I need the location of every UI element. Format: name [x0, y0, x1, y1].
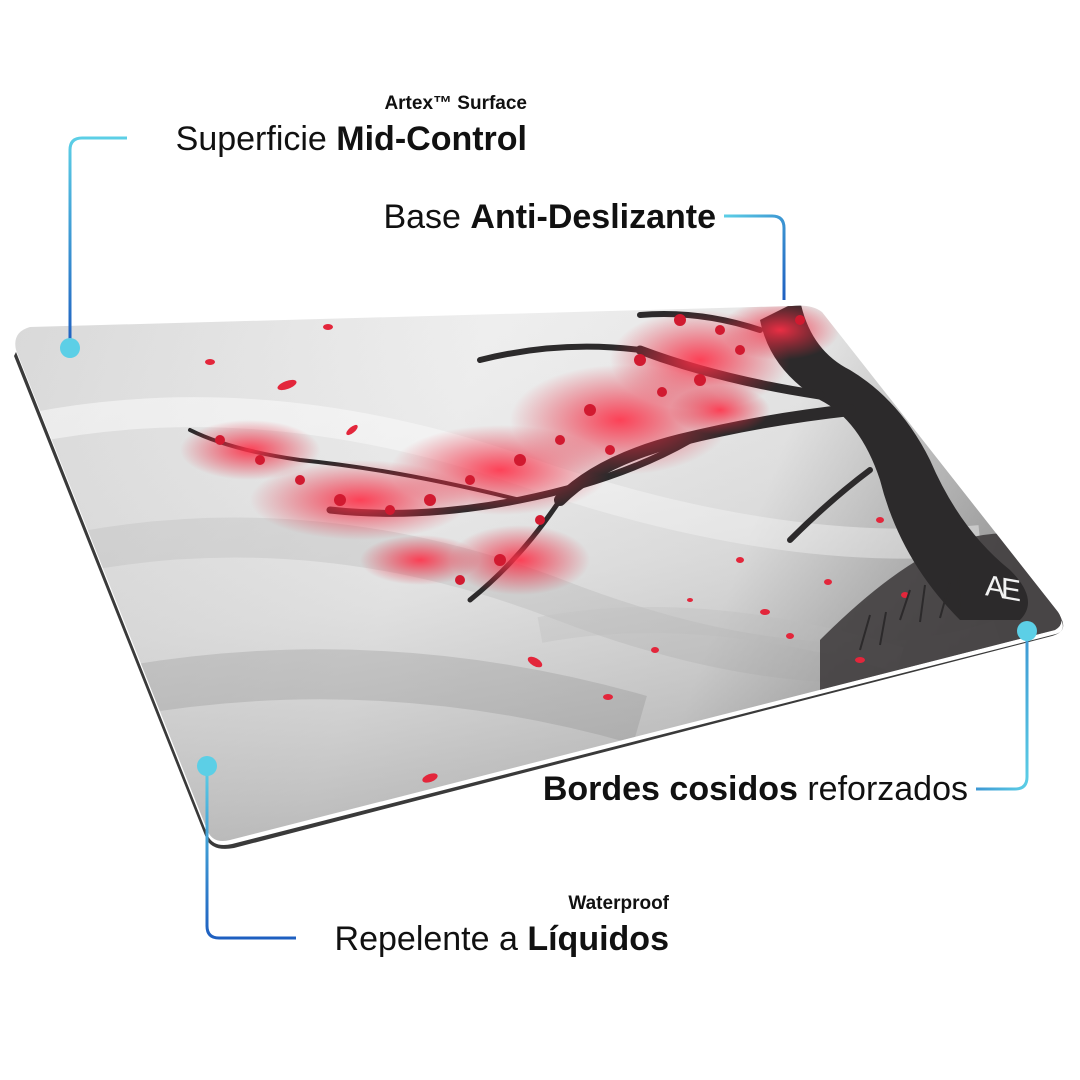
- base-label: Base Anti-Deslizante: [383, 200, 716, 234]
- base-label-prefix: Base: [383, 198, 471, 236]
- waterproof-label-prefix: Repelente a: [334, 920, 528, 958]
- surface-label-prefix: Superficie: [175, 120, 337, 158]
- callout-line-icon: [976, 630, 1029, 791]
- surface-label: Superficie Mid-Control: [176, 122, 527, 156]
- callout-lines: [68, 136, 1029, 940]
- waterproof-label: Repelente a Líquidos: [335, 922, 669, 956]
- surface-subtitle: Artex™ Surface: [384, 93, 527, 114]
- callout-dot-icon: [1017, 621, 1037, 641]
- callout-dots: [60, 338, 1037, 776]
- edges-label-bold: Bordes cosidos: [542, 770, 798, 808]
- brand-logo: AE: [985, 569, 1018, 608]
- callout-dot-icon: [60, 338, 80, 358]
- edges-label-suffix: reforzados: [797, 770, 968, 808]
- callout-line-icon: [724, 214, 786, 300]
- callout-line-icon: [68, 136, 127, 346]
- waterproof-label-bold: Líquidos: [527, 920, 669, 958]
- tree-trunk: [760, 305, 1028, 620]
- surface-label-bold: Mid-Control: [336, 120, 527, 158]
- edges-label: Bordes cosidos reforzados: [543, 772, 968, 806]
- waterproof-subtitle: Waterproof: [568, 893, 669, 914]
- callout-line-icon: [205, 767, 296, 940]
- base-label-bold: Anti-Deslizante: [470, 198, 716, 236]
- blossom-clusters: [180, 305, 840, 595]
- callout-dot-icon: [197, 756, 217, 776]
